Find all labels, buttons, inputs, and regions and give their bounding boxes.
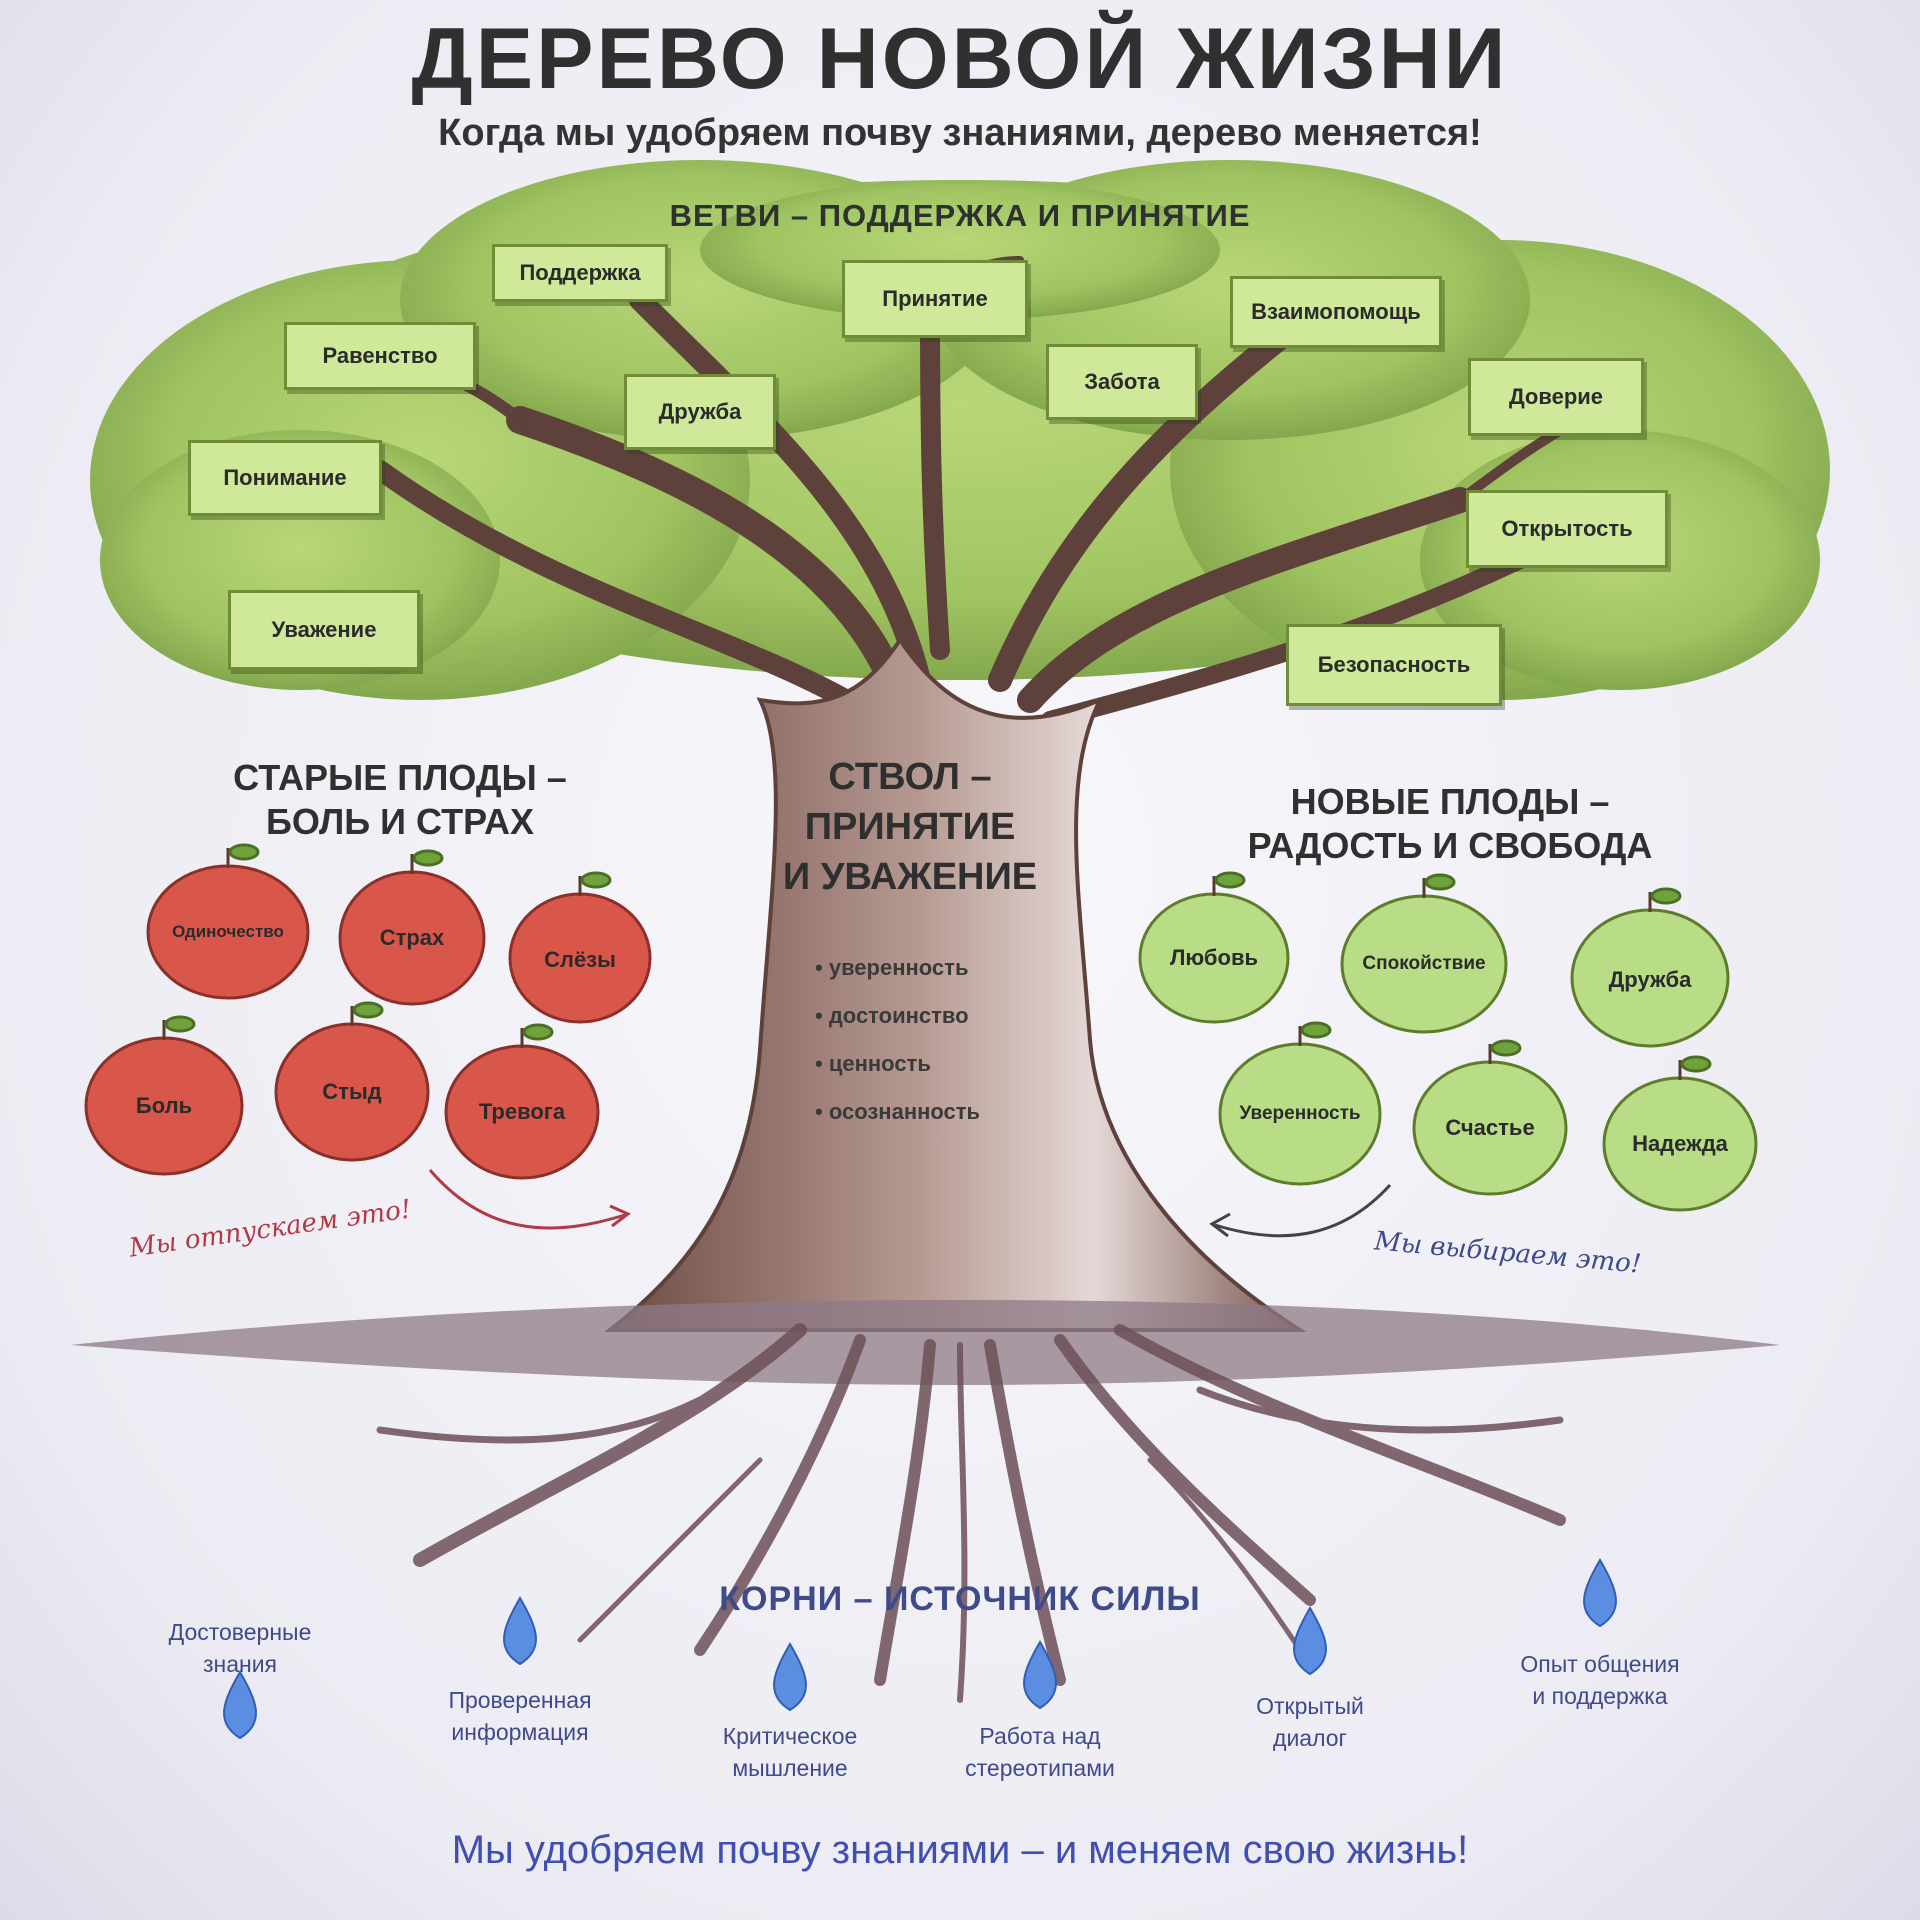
root-label-line1: Работа над — [979, 1723, 1101, 1749]
root-label: Открытый диалог — [1200, 1690, 1420, 1754]
apple-old-1 — [146, 843, 310, 1000]
root-label-line2: мышление — [732, 1755, 848, 1781]
release-arrowhead — [609, 1204, 631, 1228]
root-label-line1: Открытый — [1256, 1693, 1364, 1719]
roots — [376, 1323, 1566, 1703]
old-fruit-label: Слёзы — [544, 947, 616, 972]
trunk-list-item: ценность — [815, 1051, 980, 1099]
apple-old-2 — [338, 849, 486, 1006]
root-label: Достоверные знания — [130, 1616, 350, 1680]
new-fruits-title-line2: РАДОСТЬ И СВОБОДА — [1247, 825, 1653, 866]
trunk-list-item: уверенность — [815, 955, 980, 1003]
sign-podderzhka: Поддержка — [492, 244, 668, 302]
old-fruit-label: Одиночество — [172, 922, 284, 941]
apple-old-4 — [84, 1015, 244, 1176]
new-fruits-title-line1: НОВЫЕ ПЛОДЫ – — [1290, 781, 1610, 822]
apple-new-2 — [1340, 873, 1508, 1034]
sign-vzaimopomosch: Взаимопомощь — [1230, 276, 1442, 348]
old-fruits-title-line1: СТАРЫЕ ПЛОДЫ – — [233, 757, 567, 798]
sign-ravenstvo: Равенство — [284, 322, 476, 390]
old-fruit-label: Тревога — [478, 1099, 566, 1124]
apple-new-1 — [1138, 871, 1290, 1024]
root-label: Работа над стереотипами — [930, 1720, 1150, 1784]
root-label-line2: диалог — [1273, 1725, 1347, 1751]
old-fruit-label: Боль — [135, 1093, 193, 1118]
root-label-line2: знания — [202, 1651, 278, 1677]
root-label-line2: стереотипами — [965, 1755, 1115, 1781]
roots-heading: КОРНИ – ИСТОЧНИК СИЛЫ — [719, 1580, 1201, 1618]
trunk-list: уверенность достоинство ценность осознан… — [815, 955, 980, 1147]
drops — [223, 1557, 1617, 1740]
root-label-line1: Опыт общения — [1520, 1651, 1680, 1677]
old-fruits-title: СТАРЫЕ ПЛОДЫ – БОЛЬ И СТРАХ — [210, 756, 590, 844]
sign-zabota: Забота — [1046, 344, 1198, 420]
root-label-line1: Критическое — [722, 1723, 858, 1749]
apples-new — [1138, 871, 1758, 1212]
sign-otkrytost: Открытость — [1466, 490, 1668, 568]
choose-arrow — [1214, 1183, 1392, 1238]
apple-new-4 — [1218, 1021, 1382, 1186]
apple-new-5 — [1412, 1039, 1568, 1196]
new-fruit-label: Счастье — [1445, 1115, 1535, 1140]
apple-old-5 — [274, 1001, 430, 1162]
sign-druzhba: Дружба — [624, 374, 776, 450]
root-label-line2: и поддержка — [1532, 1683, 1668, 1709]
branches-heading: ВЕТВИ – ПОДДЕРЖКА И ПРИНЯТИЕ — [669, 198, 1251, 233]
apple-new-6 — [1602, 1055, 1758, 1212]
trunk-list-item: достоинство — [815, 1003, 980, 1051]
trunk-title-line3: И УВАЖЕНИЕ — [782, 856, 1038, 898]
trunk-title-line1: СТВОЛ – — [828, 756, 992, 798]
apple-new-3 — [1570, 887, 1730, 1048]
poster-title: ДЕРЕВО НОВОЙ ЖИЗНИ — [411, 11, 1509, 107]
trunk-list-item: осознанность — [815, 1099, 980, 1147]
apples-old — [84, 843, 652, 1180]
root-label-line1: Достоверные — [168, 1619, 312, 1645]
apple-old-3 — [508, 871, 652, 1024]
root-label-line2: информация — [451, 1719, 589, 1745]
root-label: Проверенная информация — [410, 1684, 630, 1748]
new-fruit-label: Дружба — [1608, 967, 1692, 992]
footer-slogan: Мы удобряем почву знаниями – и меняем св… — [451, 1828, 1469, 1872]
sign-uvazhenie: Уважение — [228, 590, 420, 670]
sign-bezopasnost: Безопасность — [1286, 624, 1502, 706]
release-arrow — [428, 1169, 626, 1230]
new-fruits-title: НОВЫЕ ПЛОДЫ – РАДОСТЬ И СВОБОДА — [1240, 780, 1660, 868]
sign-prinyatie: Принятие — [842, 260, 1028, 338]
old-fruits-title-line2: БОЛЬ И СТРАХ — [266, 801, 534, 842]
root-label: Критическое мышление — [680, 1720, 900, 1784]
old-fruit-label: Страх — [379, 925, 445, 950]
poster-subtitle: Когда мы удобряем почву знаниями, дерево… — [438, 112, 1482, 154]
new-fruit-label: Спокойствие — [1362, 953, 1486, 974]
root-label: Опыт общения и поддержка — [1490, 1648, 1710, 1712]
new-fruit-label: Любовь — [1169, 945, 1259, 970]
root-label-line1: Проверенная — [448, 1687, 592, 1713]
old-fruit-label: Стыд — [322, 1079, 382, 1104]
sign-ponimanie: Понимание — [188, 440, 382, 516]
choose-arrowhead — [1209, 1212, 1231, 1238]
trunk-title-line2: ПРИНЯТИЕ — [804, 806, 1016, 848]
apple-old-6 — [444, 1023, 600, 1180]
sign-doverie: Доверие — [1468, 358, 1644, 436]
new-fruit-label: Уверенность — [1239, 1103, 1361, 1124]
new-fruit-label: Надежда — [1632, 1131, 1728, 1156]
trunk-title: СТВОЛ – ПРИНЯТИЕ И УВАЖЕНИЕ — [760, 752, 1060, 902]
